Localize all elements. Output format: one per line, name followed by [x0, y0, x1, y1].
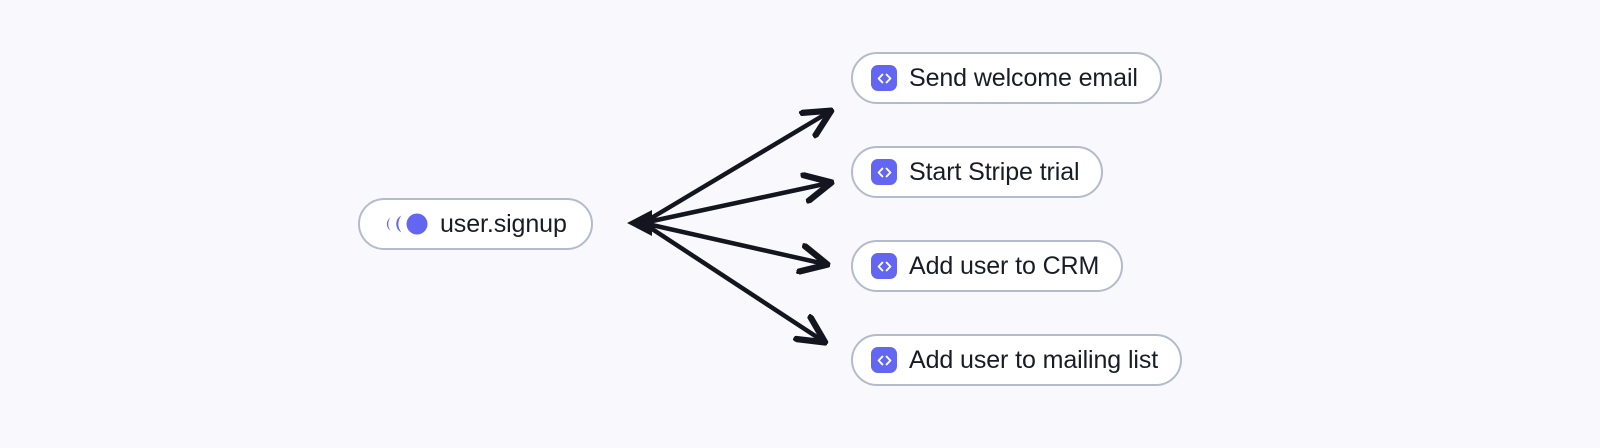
action-node-send-welcome-email[interactable]: Send welcome email: [851, 52, 1162, 104]
action-node-add-user-to-mailing-list[interactable]: Add user to mailing list: [851, 334, 1183, 386]
code-brackets-icon: [871, 253, 897, 279]
action-node-start-stripe-trial[interactable]: Start Stripe trial: [851, 146, 1104, 198]
code-brackets-icon: [871, 347, 897, 373]
edge-to-add-user-to-crm: [640, 220, 825, 264]
code-brackets-icon: [871, 65, 897, 91]
trigger-node-user-signup[interactable]: user.signup: [358, 198, 593, 250]
action-node-label: Add user to mailing list: [909, 345, 1159, 374]
edge-to-add-user-to-mailing-list: [640, 220, 823, 341]
action-node-label: Send welcome email: [909, 63, 1138, 92]
code-brackets-icon: [871, 159, 897, 185]
edge-origin-arrowhead: [627, 210, 652, 236]
trigger-node-label: user.signup: [440, 209, 567, 238]
edge-to-send-welcome-email: [640, 112, 829, 226]
broadcast-signal-icon: [382, 212, 430, 236]
edge-to-start-stripe-trial: [640, 183, 829, 226]
action-node-label: Add user to CRM: [909, 251, 1100, 280]
action-node-add-user-to-crm[interactable]: Add user to CRM: [851, 240, 1124, 292]
action-node-label: Start Stripe trial: [909, 157, 1080, 186]
